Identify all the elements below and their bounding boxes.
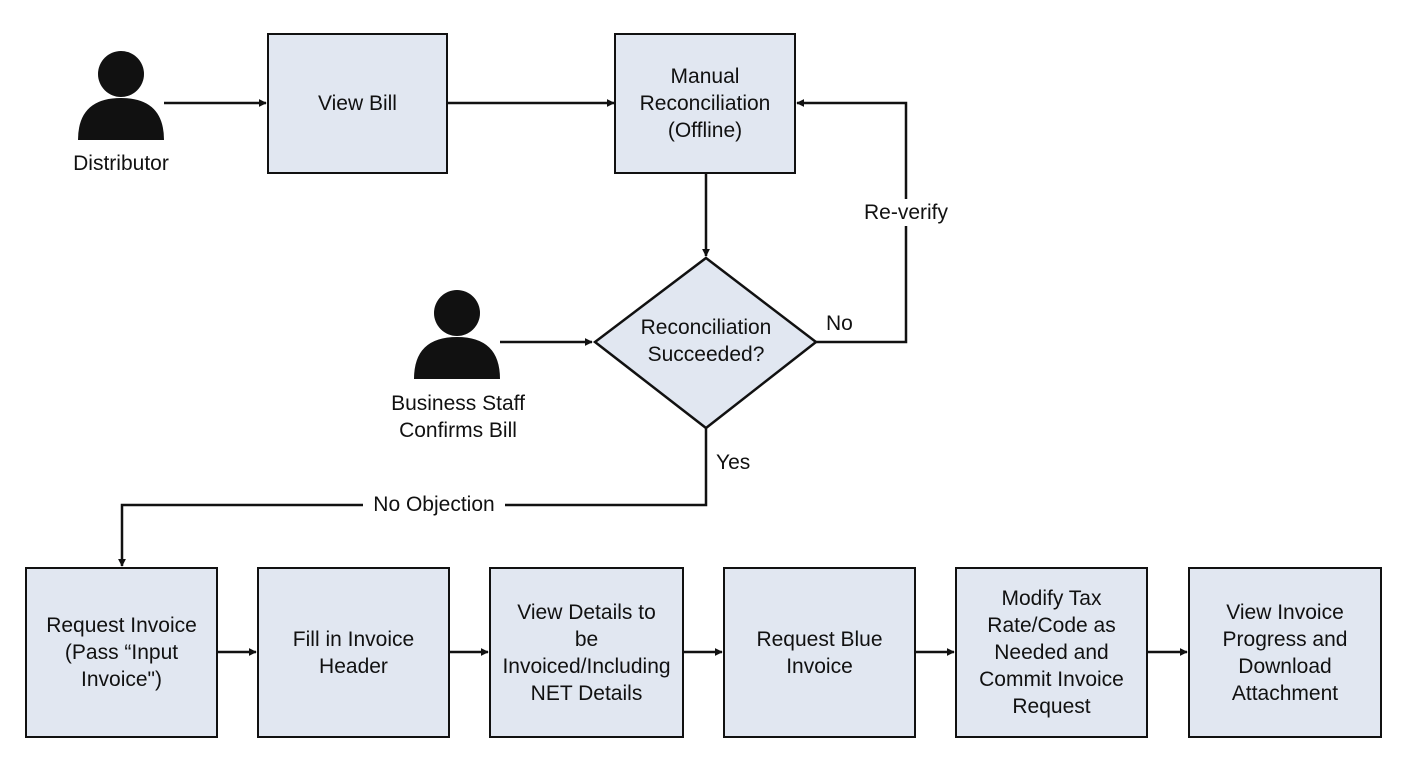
distributor-label: Distributor	[73, 152, 169, 175]
distributor-actor-icon	[76, 50, 166, 147]
decision-label: Reconciliation Succeeded?	[640, 316, 772, 366]
fill-invoice-header-box: Fill in Invoice Header	[257, 567, 450, 738]
no-objection-label: No Objection	[363, 491, 505, 518]
no-label: No	[826, 312, 853, 335]
view-bill-box: View Bill	[267, 33, 448, 174]
business-staff-label: Business Staff Confirms Bill	[391, 392, 525, 442]
view-invoice-progress-box: View Invoice Progress and Download Attac…	[1188, 567, 1382, 738]
manual-reconciliation-box: Manual Reconciliation (Offline)	[614, 33, 796, 174]
re-verify-label: Re-verify	[852, 199, 960, 226]
request-invoice-box: Request Invoice (Pass “Input Invoice")	[25, 567, 218, 738]
view-details-box: View Details to be Invoiced/Including NE…	[489, 567, 684, 738]
yes-label: Yes	[716, 451, 751, 474]
request-blue-invoice-box: Request Blue Invoice	[723, 567, 916, 738]
decision-diamond	[592, 256, 819, 430]
modify-tax-box: Modify Tax Rate/Code as Needed and Commi…	[955, 567, 1148, 738]
business-staff-actor-icon	[412, 289, 502, 386]
